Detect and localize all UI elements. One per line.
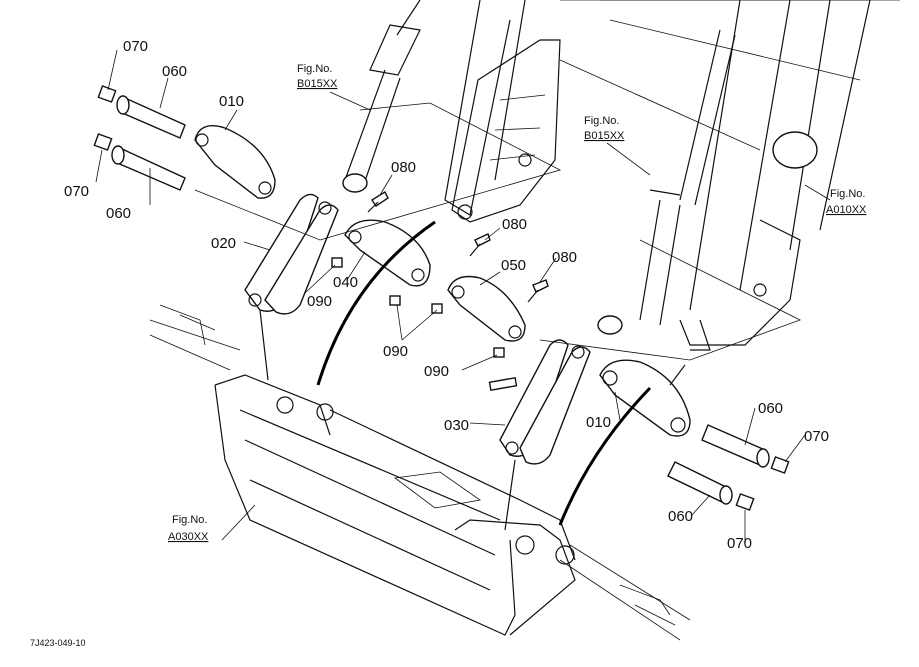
callout-060-upper-a: 060 [162,63,187,80]
pin-060-upper-b [111,145,186,191]
right-boom-column [600,0,871,351]
nut-090-a [331,257,343,268]
bolt-080-a [367,191,389,213]
bolt-080-c [527,279,549,303]
callout-060-lower-a: 060 [758,400,783,417]
callout-090-c: 090 [424,363,449,380]
callout-010-lower: 010 [586,414,611,431]
figref-a010-code: A010XX [826,204,867,216]
callout-070-upper-a: 070 [123,38,148,55]
leader-lines [95,49,831,541]
figref-b015-left-label: Fig.No. [297,63,332,75]
left-cylinder [342,0,421,193]
callout-070-lower-a: 070 [804,428,829,445]
bolt-070-upper-a [97,85,117,103]
figref-a010-label: Fig.No. [830,188,865,200]
mounting-frame [149,304,691,641]
nut-090-b [389,295,401,306]
figref-b015-right-code: B015XX [584,130,625,142]
pin-060-lower-b [667,461,733,505]
callout-070-upper-b: 070 [64,183,89,200]
pin-060-upper-a [116,95,186,139]
callout-050: 050 [501,257,526,274]
link-020 [244,193,339,315]
callout-070-lower-b: 070 [727,535,752,552]
figref-a030-label: Fig.No. [172,514,207,526]
callout-090-a: 090 [307,293,332,310]
bolt-070-lower-b [735,493,755,511]
figref-b015-right-label: Fig.No. [584,115,619,127]
nut-090-c [431,303,443,314]
left-boom-column [444,0,900,223]
assembly-arrows [259,220,686,531]
bracket-040 [344,219,431,287]
pin-060-lower-a [701,424,770,468]
callout-040: 040 [333,274,358,291]
callout-080-b: 080 [502,216,527,233]
spacer-plate [488,376,518,392]
callout-060-lower-b: 060 [668,508,693,525]
right-cylinder [597,29,736,335]
bolt-080-b [469,233,491,257]
part-callouts: 070 060 070 060 010 020 080 040 090 080 … [64,38,829,552]
callout-080-a: 080 [391,159,416,176]
callout-080-c: 080 [552,249,577,266]
callout-060-upper-b: 060 [106,205,131,222]
nut-090-d [493,347,505,358]
bolt-070-upper-b [93,133,113,151]
bolt-070-lower-a [770,456,790,474]
bracket-010-upper [194,125,276,199]
figure-references: Fig.No. B015XX Fig.No. B015XX Fig.No. A0… [168,63,867,543]
callout-030: 030 [444,417,469,434]
bracket-050 [447,275,526,342]
figref-b015-left-code: B015XX [297,78,338,90]
drawing-code: 7J423-049-10 [30,638,86,648]
figref-a030-code: A030XX [168,531,209,543]
link-030 [499,339,591,465]
callout-090-b: 090 [383,343,408,360]
bracket-010-lower [599,359,691,437]
callout-010-upper: 010 [219,93,244,110]
callout-020: 020 [211,235,236,252]
